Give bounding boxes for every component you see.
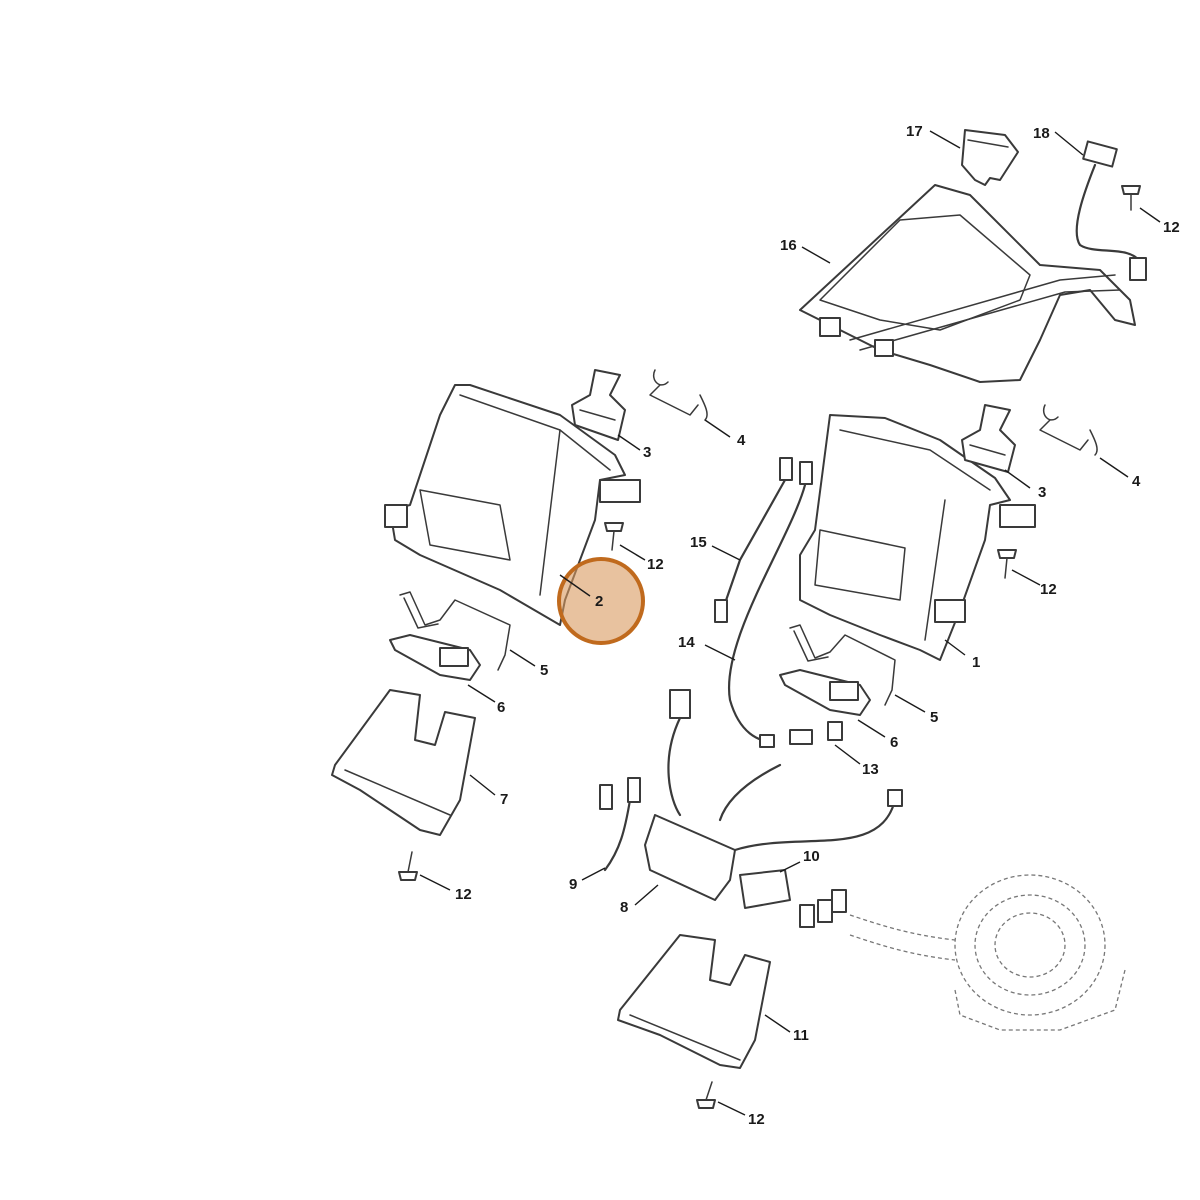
part-18-switch[interactable] (1075, 140, 1147, 281)
part-2-highlight-marker[interactable] (557, 557, 645, 645)
label-14[interactable]: 14 (678, 634, 695, 651)
screw-12-top[interactable] (1121, 185, 1141, 211)
label-10[interactable]: 10 (803, 848, 820, 865)
label-9[interactable]: 9 (569, 876, 577, 893)
label-16[interactable]: 16 (780, 237, 797, 254)
part-3-latch-left[interactable] (571, 369, 626, 441)
part-8-module[interactable] (644, 689, 903, 901)
part-3-latch-right[interactable] (961, 404, 1016, 473)
part-5-clip-right[interactable] (789, 624, 896, 706)
part-5-clip-left[interactable] (399, 591, 511, 671)
label-13[interactable]: 13 (862, 761, 879, 778)
label-11[interactable]: 11 (793, 1027, 809, 1044)
label-6-right[interactable]: 6 (890, 734, 898, 751)
label-8[interactable]: 8 (620, 899, 628, 916)
label-18[interactable]: 18 (1033, 125, 1050, 142)
part-9-connector[interactable] (599, 777, 641, 872)
label-5-right[interactable]: 5 (930, 709, 938, 726)
label-3-left[interactable]: 3 (643, 444, 651, 461)
part-4-spring-right[interactable] (1039, 404, 1098, 456)
screw-12-mid-left[interactable] (604, 522, 624, 551)
part-2-battery-housing[interactable] (384, 384, 641, 626)
screw-12-mid-right[interactable] (997, 549, 1017, 579)
part-1-battery-housing[interactable] (799, 414, 1036, 661)
part-14-cable[interactable] (727, 483, 807, 748)
label-15[interactable]: 15 (690, 534, 707, 551)
label-12-mid-left[interactable]: 12 (647, 556, 664, 573)
label-12-mid-right[interactable]: 12 (1040, 581, 1057, 598)
label-5-left[interactable]: 5 (540, 662, 548, 679)
label-12-lower-left[interactable]: 12 (455, 886, 472, 903)
label-6-left[interactable]: 6 (497, 699, 505, 716)
part-7-bracket[interactable] (331, 689, 476, 836)
label-7[interactable]: 7 (500, 791, 508, 808)
label-3-right[interactable]: 3 (1038, 484, 1046, 501)
label-17[interactable]: 17 (906, 123, 923, 140)
screw-12-lower-left[interactable] (398, 851, 418, 881)
part-17-cap[interactable] (961, 129, 1019, 186)
label-12-bottom[interactable]: 12 (748, 1111, 765, 1128)
part-6-contact-left[interactable] (389, 634, 481, 681)
part-11-bracket[interactable] (617, 934, 771, 1069)
reference-motor-dashed (849, 874, 1126, 1031)
part-15-cable[interactable] (714, 457, 813, 623)
part-6-contact-right[interactable] (779, 669, 871, 716)
leader-lines (419, 130, 1161, 1116)
screw-12-bottom[interactable] (696, 1081, 716, 1109)
label-12-top[interactable]: 12 (1163, 219, 1180, 236)
part-10-terminal[interactable] (739, 869, 847, 928)
part-4-spring-left[interactable] (649, 369, 708, 421)
callout-labels: 17 18 12 16 3 4 3 4 12 12 2 15 14 1 5 5 … (455, 123, 1180, 1128)
label-2[interactable]: 2 (595, 593, 603, 610)
label-4-right[interactable]: 4 (1132, 473, 1141, 490)
label-4-left[interactable]: 4 (737, 432, 746, 449)
part-13-connector[interactable] (789, 721, 843, 745)
label-1[interactable]: 1 (972, 654, 980, 671)
part-16-cover[interactable] (799, 184, 1136, 383)
